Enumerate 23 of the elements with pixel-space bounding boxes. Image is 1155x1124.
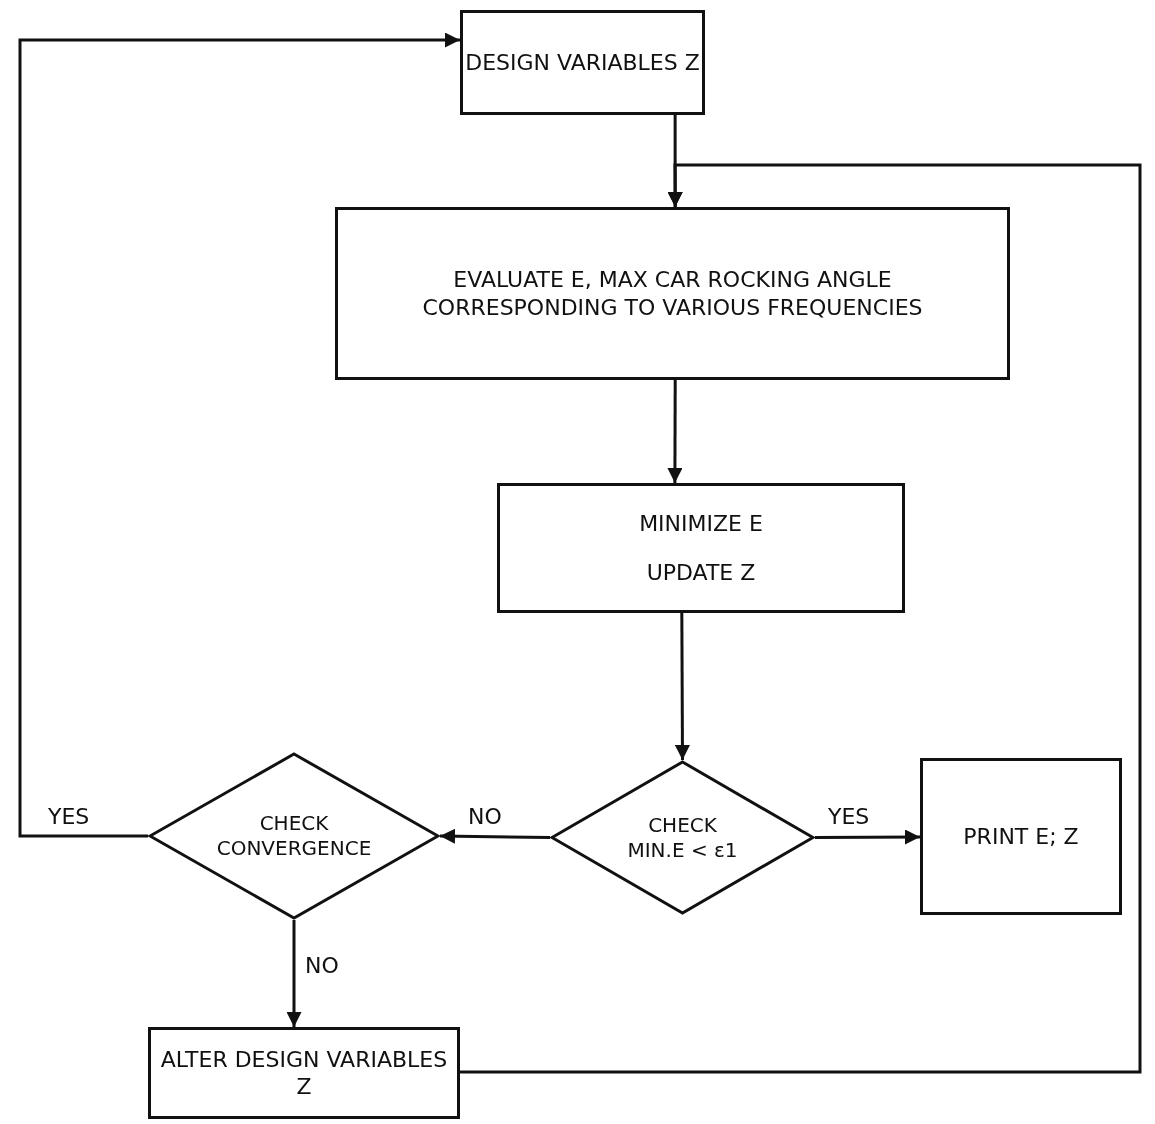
- arrow: [674, 613, 690, 760]
- process-box: [335, 207, 1010, 380]
- process-box: [460, 10, 705, 115]
- arrow: [460, 163, 1142, 1074]
- node-text: EVALUATE E, MAX CAR ROCKING ANGLE CORRESPONDING TO VARIOUS FREQUENCIES: [421, 266, 924, 321]
- process-box: [920, 758, 1122, 915]
- decision-diamond: [148, 752, 440, 920]
- node-text: CHECK: [648, 812, 717, 838]
- process-box: [497, 483, 905, 613]
- arrow: [286, 920, 302, 1027]
- arrow: [18, 32, 460, 838]
- node-text: PRINT E; Z: [963, 822, 1079, 851]
- node-text: MINIMIZE E: [639, 509, 763, 537]
- arrow: [667, 380, 683, 483]
- process-box: [148, 1027, 460, 1119]
- node-text: MIN.E < ε1: [627, 837, 738, 863]
- node-text: CHECK CONVERGENCE: [215, 811, 373, 861]
- node-text: DESIGN VARIABLES Z: [465, 48, 700, 77]
- arrow: [815, 829, 920, 845]
- decision-diamond: [550, 760, 815, 915]
- arrow: [439, 828, 551, 844]
- node-text: ALTER DESIGN VARIABLES Z: [159, 1045, 449, 1101]
- node-text: UPDATE Z: [646, 559, 756, 587]
